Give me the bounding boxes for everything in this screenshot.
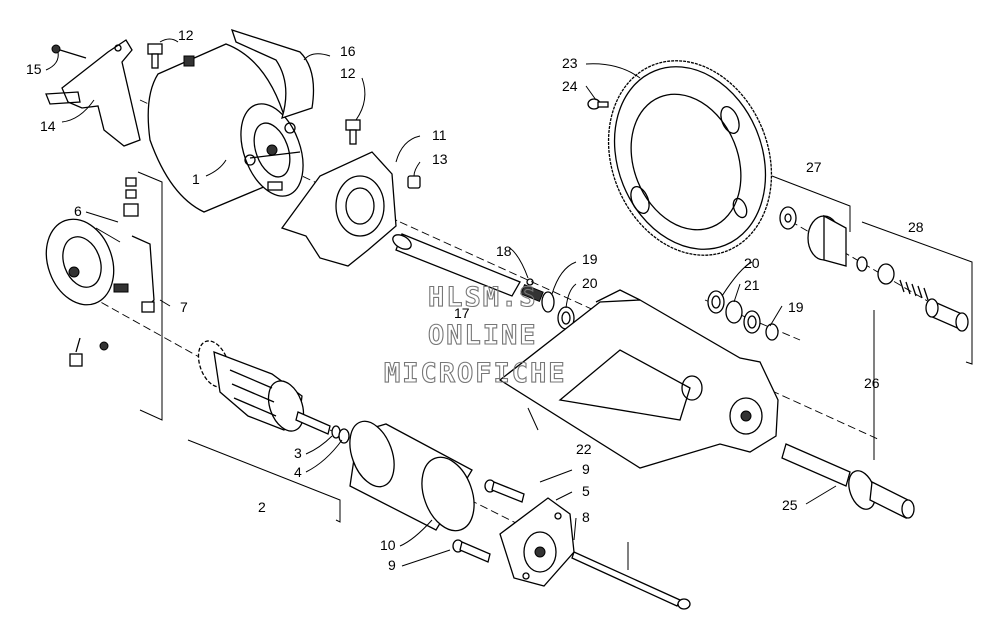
watermark: HLSM.S ONLINE MICROFICHE xyxy=(383,281,567,389)
callout-27: 27 xyxy=(806,159,822,175)
callout-6: 6 xyxy=(74,203,82,219)
callout-17: 17 xyxy=(454,305,470,321)
mounting-arm-part xyxy=(280,151,397,267)
callout-15: 15 xyxy=(26,61,42,77)
motor-housing-part xyxy=(147,43,304,213)
nut-13-part xyxy=(407,175,421,189)
washer-set-left xyxy=(541,291,575,330)
callout-13: 13 xyxy=(432,151,448,167)
ring-gear-part xyxy=(607,60,773,256)
mounting-bracket-part xyxy=(45,39,141,147)
brush-end-cap-part xyxy=(45,177,155,367)
mount-plate-part xyxy=(498,289,779,469)
callout-24: 24 xyxy=(562,78,578,94)
callout-16: 16 xyxy=(340,43,356,59)
leader-lines xyxy=(45,38,875,570)
pinion-assembly-part xyxy=(779,206,969,332)
washer-set-right xyxy=(707,290,779,341)
callout-labels: 1 2 3 4 5 6 7 8 9 9 10 11 12 12 13 14 15… xyxy=(26,27,924,573)
watermark-line-2: ONLINE xyxy=(428,320,538,351)
callout-3: 3 xyxy=(294,445,302,461)
callout-19b: 19 xyxy=(788,299,804,315)
callout-1: 1 xyxy=(192,171,200,187)
watermark-line-3: MICROFICHE xyxy=(384,358,567,389)
callout-5: 5 xyxy=(582,483,590,499)
drive-shaft-part xyxy=(392,233,544,303)
callout-14: 14 xyxy=(40,118,56,134)
callout-9b: 9 xyxy=(388,557,396,573)
callout-21: 21 xyxy=(744,277,760,293)
armature-washers xyxy=(331,425,350,444)
output-shaft-part xyxy=(781,443,915,519)
armature-part xyxy=(197,340,331,435)
callout-25: 25 xyxy=(782,497,798,513)
callout-18: 18 xyxy=(496,243,512,259)
callout-22: 22 xyxy=(576,441,592,457)
callout-26: 26 xyxy=(864,375,880,391)
callout-28: 28 xyxy=(908,219,924,235)
callout-20b: 20 xyxy=(744,255,760,271)
callout-20a: 20 xyxy=(582,275,598,291)
callout-12b: 12 xyxy=(340,65,356,81)
cylinder-housing-part xyxy=(349,420,475,532)
callout-10: 10 xyxy=(380,537,396,553)
watermark-line-1: HLSM.S xyxy=(428,282,538,313)
callout-19a: 19 xyxy=(582,251,598,267)
screw-24-part xyxy=(587,98,609,110)
callout-11: 11 xyxy=(432,127,447,143)
callout-12a: 12 xyxy=(178,27,194,43)
callout-9a: 9 xyxy=(582,461,590,477)
screws-9-parts xyxy=(452,479,525,563)
bolt-12-parts xyxy=(147,43,361,145)
long-bolt-8-part xyxy=(571,551,691,610)
callout-23: 23 xyxy=(562,55,578,71)
callout-7: 7 xyxy=(180,299,188,315)
callout-2: 2 xyxy=(258,499,266,515)
motor-cover-part xyxy=(230,28,315,120)
end-plate-part xyxy=(499,497,575,587)
callout-4: 4 xyxy=(294,464,302,480)
callout-8: 8 xyxy=(582,509,590,525)
